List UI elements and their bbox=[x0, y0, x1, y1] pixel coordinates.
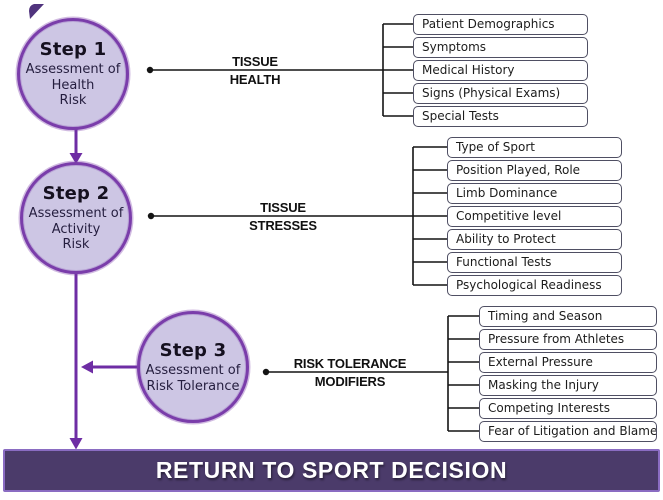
tissue-health-label-bottom: HEALTH bbox=[229, 72, 281, 87]
step2-subtitle-line: Activity bbox=[51, 221, 101, 237]
step1-subtitle-line: Risk bbox=[59, 93, 87, 109]
step2-subtitle-line: Risk bbox=[62, 237, 90, 253]
arrow-down-icon bbox=[69, 438, 83, 450]
risk-tolerance-modifiers-label-top: RISK TOLERANCE bbox=[293, 356, 407, 371]
banner-text: RETURN TO SPORT DECISION bbox=[155, 457, 508, 483]
step3-circle: Step 3 Assessment of Risk Tolerance bbox=[137, 311, 249, 423]
list-item: Masking the Injury bbox=[479, 374, 657, 396]
step2-title: Step 2 bbox=[42, 182, 110, 204]
step1-subtitle-line: Assessment of bbox=[25, 61, 121, 77]
list-item: Limb Dominance bbox=[447, 182, 622, 204]
list-item: Fear of Litigation and Blame bbox=[479, 420, 657, 442]
step3-subtitle-line: Assessment of bbox=[145, 362, 241, 378]
step2-circle: Step 2 Assessment of Activity Risk bbox=[20, 162, 132, 274]
list-item: Timing and Season bbox=[479, 305, 657, 327]
list-item: Patient Demographics bbox=[413, 13, 588, 35]
leader-lines-step1 bbox=[150, 23, 413, 117]
risk-tolerance-modifiers-label-bottom: MODIFIERS bbox=[314, 374, 386, 389]
list-item: Competitive level bbox=[447, 205, 622, 227]
list-item: Special Tests bbox=[413, 105, 588, 127]
tissue-health-label-top: TISSUE bbox=[232, 54, 278, 69]
arrow-left-icon bbox=[81, 360, 93, 374]
corner-pen-mark-icon bbox=[29, 4, 44, 19]
line-start-dot bbox=[262, 368, 270, 376]
tissue-stresses-label-bottom: STRESSES bbox=[249, 218, 317, 233]
line-start-dot bbox=[147, 212, 155, 220]
step1-title: Step 1 bbox=[39, 38, 107, 60]
list-item: External Pressure bbox=[479, 351, 657, 373]
list-item: Functional Tests bbox=[447, 251, 622, 273]
return-to-sport-banner: RETURN TO SPORT DECISION bbox=[3, 449, 660, 492]
list-item: Competing Interests bbox=[479, 397, 657, 419]
list-item: Ability to Protect bbox=[447, 228, 622, 250]
step1-subtitle-line: Health bbox=[51, 77, 95, 93]
list-item: Type of Sport bbox=[447, 136, 622, 158]
leader-lines-step2 bbox=[151, 146, 447, 286]
line-start-dot bbox=[146, 66, 154, 74]
list-item: Medical History bbox=[413, 59, 588, 81]
tissue-stresses-label-top: TISSUE bbox=[260, 200, 306, 215]
step3-subtitle-line: Risk Tolerance bbox=[146, 378, 240, 394]
list-item: Symptoms bbox=[413, 36, 588, 58]
list-item: Psychological Readiness bbox=[447, 274, 622, 296]
step1-circle: Step 1 Assessment of Health Risk bbox=[17, 18, 129, 130]
list-item: Pressure from Athletes bbox=[479, 328, 657, 350]
list-item: Signs (Physical Exams) bbox=[413, 82, 588, 104]
list-item: Position Played, Role bbox=[447, 159, 622, 181]
step3-title: Step 3 bbox=[159, 339, 227, 361]
step2-subtitle-line: Assessment of bbox=[28, 205, 124, 221]
